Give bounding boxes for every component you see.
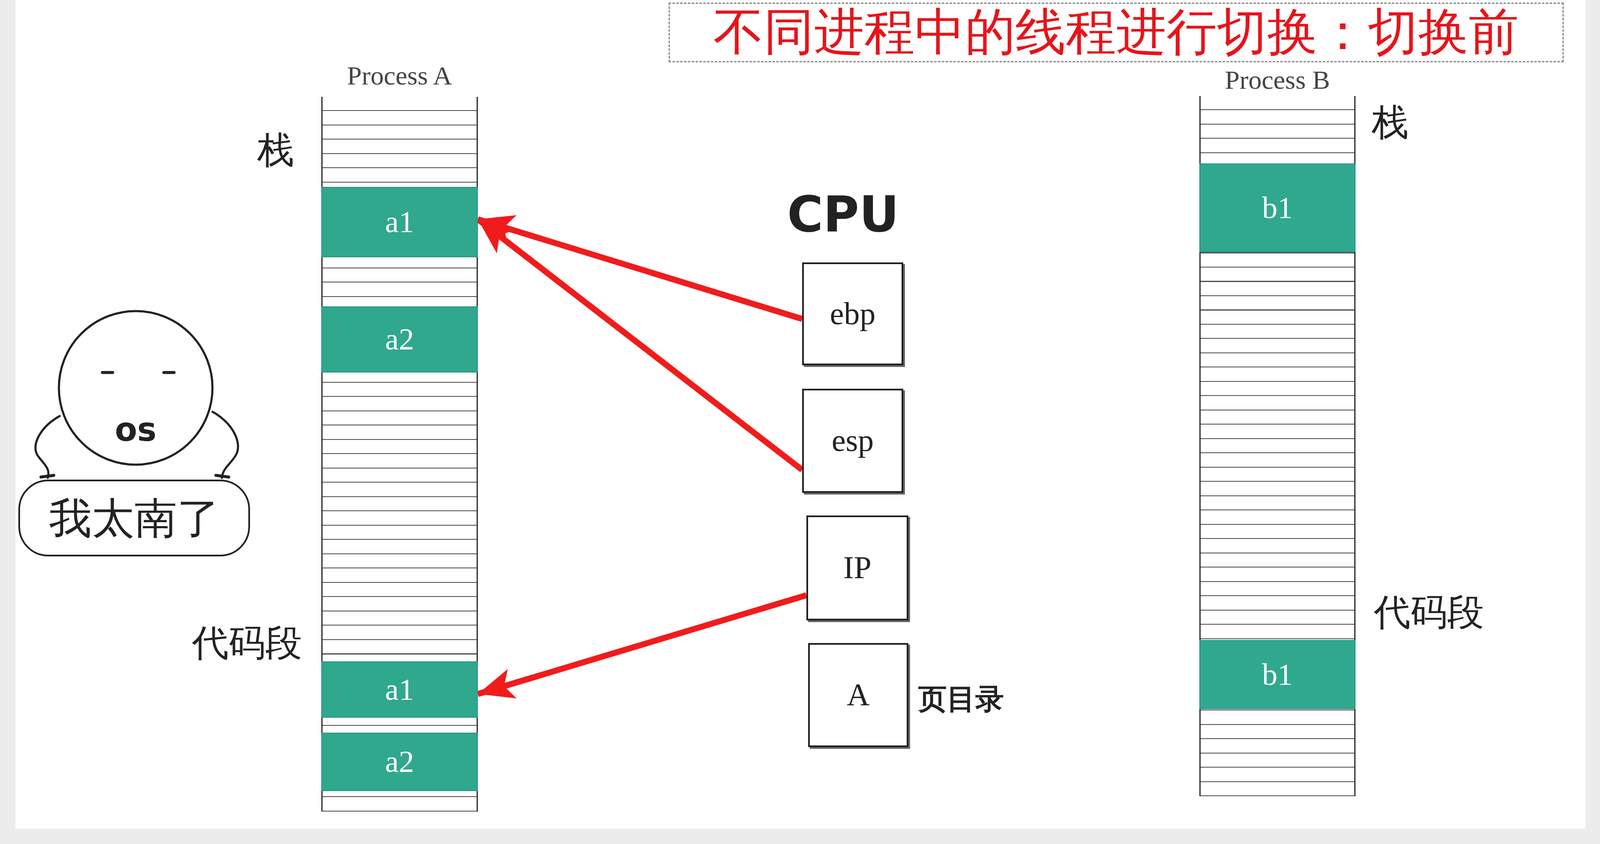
node-text: a2 [385,321,415,358]
segment-label: 栈 [257,125,294,176]
stack-frame: a2 [321,306,478,373]
cpu-register: IP [806,515,909,621]
memory-column: Process B b1 b1 [1199,64,1356,797]
code-block: b1 [1199,640,1356,710]
code-block: a2 [321,732,478,792]
title-box: 不同进程中的线程进行切换：切换前 [668,2,1564,63]
node-text: a2 [385,744,415,780]
pointer-arrow [477,595,807,695]
pointer-arrow [477,219,803,470]
stack-frame: b1 [1199,163,1356,253]
register-name: IP [843,549,872,586]
register-name: A [846,676,870,713]
cpu-register: esp [802,388,904,493]
pointer-arrow [477,219,803,320]
cpu-label: CPU [787,185,899,243]
node-text: 我太南了 [49,493,220,543]
memory-column: Process A a1 a2 a1 a2 [321,54,478,812]
segment-label: 栈 [1371,97,1409,148]
code-block: a1 [321,661,478,718]
title-text: 不同进程中的线程进行切换：切换前 [713,0,1519,67]
stack-frame: a1 [321,186,478,258]
segment-label: 代码段 [192,618,303,669]
node-text: b1 [1262,190,1293,226]
column-label: Process A [346,54,452,97]
node-text: b1 [1262,657,1293,693]
os-arm [35,416,60,478]
register-name: esp [831,422,874,459]
os-eye [102,371,113,375]
node-text: a1 [385,672,415,708]
column-label: Process B [1224,64,1330,96]
os-hand [40,475,54,478]
node-text: a1 [385,204,415,240]
os-head: os [57,309,215,467]
register-note: 页目录 [918,679,1004,719]
register-name: ebp [829,295,876,332]
node-text: os [114,410,157,448]
os-eye [163,371,175,375]
cpu-register: A [808,642,909,748]
head-circle [58,311,213,465]
speech-bubble: 我太南了 [18,479,251,557]
os-arm [212,411,239,478]
cpu-register: ebp [802,262,904,366]
os-hand [215,475,229,478]
segment-label: 代码段 [1373,587,1484,638]
